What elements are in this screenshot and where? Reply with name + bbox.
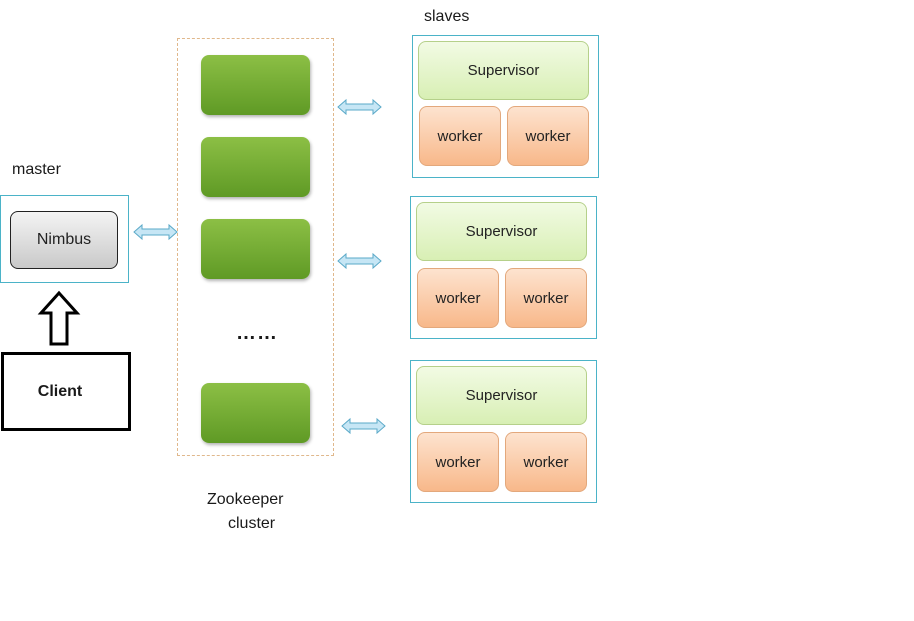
- zookeeper-slave2-arrow: [337, 252, 382, 270]
- zookeeper-slave3-arrow: [341, 417, 386, 435]
- zookeeper-cluster-box: [177, 38, 334, 456]
- zookeeper-ellipsis: ……: [236, 322, 278, 344]
- zookeeper-caption: Zookeeper cluster: [207, 488, 284, 536]
- nimbus-node: Nimbus: [10, 211, 118, 269]
- worker: worker: [419, 106, 501, 166]
- slaves-label: slaves: [424, 8, 470, 25]
- supervisor: Supervisor: [416, 366, 587, 425]
- worker: worker: [417, 432, 499, 492]
- client-box: Client: [1, 352, 131, 431]
- worker: worker: [507, 106, 589, 166]
- nimbus-zookeeper-arrow: [133, 223, 178, 241]
- zookeeper-caption-line1: Zookeeper: [207, 491, 284, 508]
- zookeeper-node: [201, 137, 310, 197]
- slave-node-2: [410, 196, 597, 339]
- slave-node-3: [410, 360, 597, 503]
- zookeeper-node: [201, 219, 310, 279]
- master-label: master: [12, 161, 61, 178]
- supervisor: Supervisor: [416, 202, 587, 261]
- slave-node-1: [412, 35, 599, 178]
- zookeeper-node: [201, 55, 310, 115]
- master-box: [0, 195, 129, 283]
- zookeeper-caption-line2: cluster: [228, 515, 276, 532]
- zookeeper-node: [201, 383, 310, 443]
- worker: worker: [505, 268, 587, 328]
- zookeeper-slave1-arrow: [337, 98, 382, 116]
- client-to-nimbus-arrow: [37, 290, 81, 346]
- supervisor: Supervisor: [418, 41, 589, 100]
- worker: worker: [417, 268, 499, 328]
- worker: worker: [505, 432, 587, 492]
